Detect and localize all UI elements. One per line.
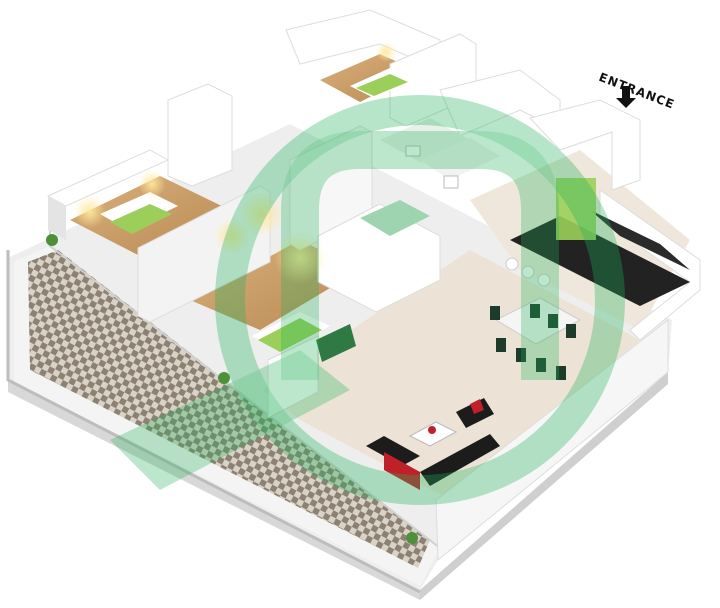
living-sofa: [366, 398, 500, 490]
bathrooms: [360, 118, 500, 236]
kitchen: [505, 178, 690, 306]
beds: [100, 68, 414, 352]
arrow-down-icon: [616, 86, 636, 108]
tv-unit: [316, 324, 356, 362]
dining-table: [490, 297, 582, 380]
plants: [46, 234, 418, 544]
brand-logo-watermark: [110, 95, 625, 505]
interior-walls: [46, 9, 701, 562]
lamp-glows: [74, 42, 396, 284]
